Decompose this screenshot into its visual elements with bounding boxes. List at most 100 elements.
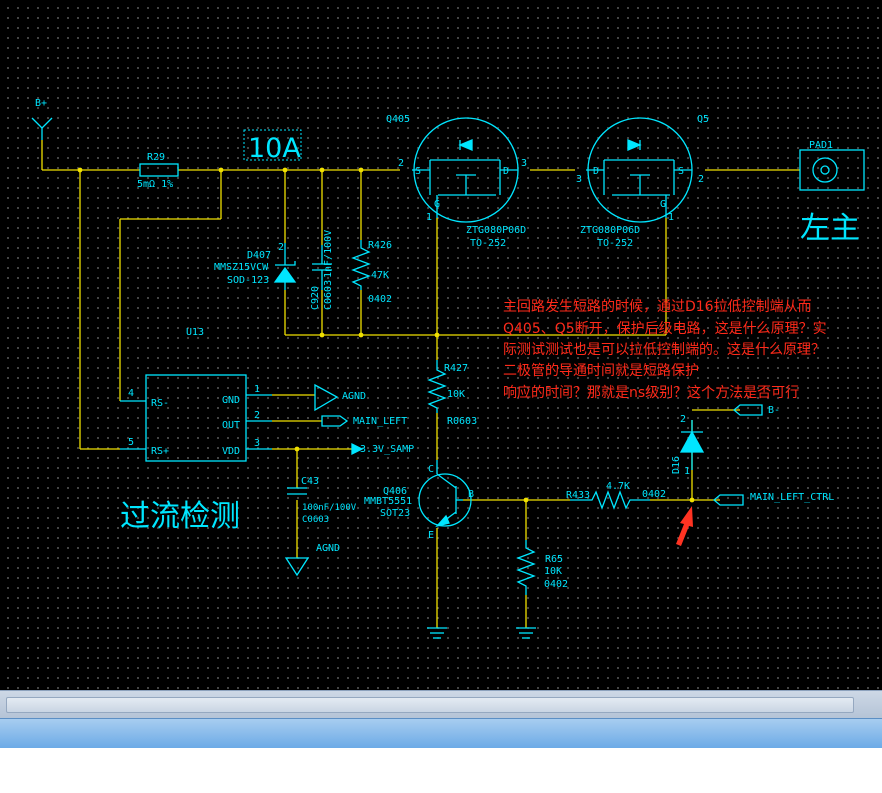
agnd-label: AGND <box>342 391 366 402</box>
q405-part-label: ZTG080P06D <box>466 225 526 236</box>
note-line-3: 际测试测试也是可以拉低控制端的。这是什么原理？ <box>503 341 825 358</box>
q5-pin-1: 1 <box>668 212 674 223</box>
q406-pin-b: B <box>468 489 474 500</box>
note-line-1: 主回路发生短路的时候，通过D16拉低控制端从而 <box>503 299 812 315</box>
pad1-label: PAD1 <box>809 140 833 151</box>
q406-ref-label: Q406 <box>383 486 407 497</box>
c920-pkg-label: C0603 <box>323 280 334 310</box>
junction-dots <box>77 167 695 503</box>
d407-ref-label: D407 <box>247 250 271 261</box>
u13-rsminus-label: RS- <box>151 398 169 409</box>
overcurrent-title: 过流检测 <box>120 499 240 534</box>
bottom-area <box>0 748 882 793</box>
r427-value-label: 10K <box>447 389 465 400</box>
r433-pkg-label: 0402 <box>642 489 666 500</box>
q5-pkg-label: TO-252 <box>597 238 633 249</box>
bplus-label: B+ <box>35 98 47 109</box>
d16-diode[interactable] <box>679 420 705 470</box>
main-left-label: MAIN_LEFT <box>353 416 407 427</box>
q405-pin-s: S <box>415 166 421 177</box>
r433-resistor[interactable] <box>570 490 650 510</box>
agnd2-label: AGND <box>316 543 340 554</box>
q406-transistor[interactable] <box>418 460 472 528</box>
q5-pin-3: 3 <box>576 174 582 185</box>
ground-q406-icon <box>427 627 447 639</box>
bminus-port-icon <box>732 404 763 416</box>
q405-ref-label: Q405 <box>386 114 410 125</box>
d407-pkg-label: SOD-123 <box>227 275 269 286</box>
q405-pin-d: D <box>503 166 509 177</box>
q405-pin-g: G <box>434 199 440 210</box>
c43-ref-label: C43 <box>301 476 319 487</box>
u13-ref-label: U13 <box>186 327 204 338</box>
vsamp-label: 3.3V_SAMP <box>360 444 414 455</box>
c920-ref-label: C920 <box>310 286 321 310</box>
c43-pkg-label: C0603 <box>302 515 329 525</box>
u13-out-label: OUT <box>222 420 240 431</box>
q5-pin-s: S <box>678 166 684 177</box>
u13-rsplus-label: RS+ <box>151 446 169 457</box>
q406-pin-c: C <box>428 464 434 475</box>
q5-ref-label: Q5 <box>697 114 709 125</box>
q405-pin-3: 3 <box>521 158 527 169</box>
d16-pin-1: 1 <box>684 466 690 477</box>
q5-pin-2: 2 <box>698 174 704 185</box>
d407-part-label: MMSZ15VCW <box>214 262 269 273</box>
note-line-5: 响应的时间？那就是ns级别？这个方法是否可行 <box>503 384 799 401</box>
current-10a-box <box>243 129 302 161</box>
r427-resistor[interactable] <box>427 360 447 413</box>
d16-pin-2: 2 <box>680 414 686 425</box>
r427-ref-label: R427 <box>444 363 468 374</box>
r29-ref-label: R29 <box>147 152 165 163</box>
r29-resistor[interactable] <box>139 163 179 177</box>
bminus-label: B- <box>768 405 780 416</box>
c43-value-label: 100nF/100V <box>302 503 357 513</box>
zuozhu-label: 左主 <box>800 211 860 246</box>
q5-pin-d: D <box>593 166 599 177</box>
wires <box>41 140 800 628</box>
u13-pin-3: 3 <box>254 438 260 449</box>
red-arrow-icon <box>676 506 693 546</box>
bplus-terminal-icon[interactable] <box>31 117 53 140</box>
d407-zener[interactable] <box>273 243 297 290</box>
q5-pin-g: G <box>660 199 666 210</box>
u13-vdd-label: VDD <box>222 446 240 457</box>
u13-pin-5: 5 <box>128 437 134 448</box>
u13-pin-4: 4 <box>128 388 134 399</box>
c920-capacitor[interactable] <box>312 245 332 290</box>
r65-value-label: 10K <box>544 566 562 577</box>
q405-mosfet[interactable] <box>412 117 519 223</box>
d407-pin-2: 2 <box>278 242 284 253</box>
main-left-ctrl-label: MAIN_LEFT_CTRL <box>750 492 834 503</box>
pad1-connector[interactable] <box>799 149 865 191</box>
q406-pkg-label: SOT23 <box>380 508 410 519</box>
r433-ref-label: R433 <box>566 490 590 501</box>
q406-part-label: MMBT5551 <box>364 496 412 507</box>
q5-part-label: ZTG080P06D <box>580 225 640 236</box>
d407-pin-1: 1 <box>278 274 284 285</box>
agnd-triangle-icon <box>314 383 339 412</box>
r426-resistor[interactable] <box>351 240 371 290</box>
q5-mosfet[interactable] <box>586 117 693 223</box>
main-left-port-icon <box>321 415 349 427</box>
schematic-canvas[interactable]: B+ R29 5mΩ 1% Q405 Q5 ZTG080P06D TO-252 … <box>0 0 882 690</box>
status-bar <box>0 718 882 749</box>
u13-pin-1: 1 <box>254 384 260 395</box>
vsamp-arrow-icon <box>351 442 364 456</box>
main-left-ctrl-port-icon <box>712 494 744 506</box>
r427-pkg-label: R0603 <box>447 416 477 427</box>
q405-pin-1: 1 <box>426 212 432 223</box>
horizontal-scrollbar[interactable] <box>0 690 882 719</box>
r29-value-label: 5mΩ 1% <box>137 179 173 190</box>
current-10a-label: 10A <box>248 133 301 164</box>
c43-capacitor[interactable] <box>287 487 307 495</box>
u13-ic[interactable] <box>145 374 247 462</box>
q406-pin-e: E <box>428 530 434 541</box>
u13-pin-2: 2 <box>254 410 260 421</box>
scrollbar-thumb[interactable] <box>6 697 854 713</box>
r65-resistor[interactable] <box>516 540 536 595</box>
schematic: B+ R29 5mΩ 1% Q405 Q5 ZTG080P06D TO-252 … <box>31 98 865 639</box>
note-line-2: Q405、Q5断开，保护后级电路，这是什么原理？实 <box>503 320 827 337</box>
q405-pkg-label: TO-252 <box>470 238 506 249</box>
r433-value-label: 4.7K <box>606 481 630 492</box>
